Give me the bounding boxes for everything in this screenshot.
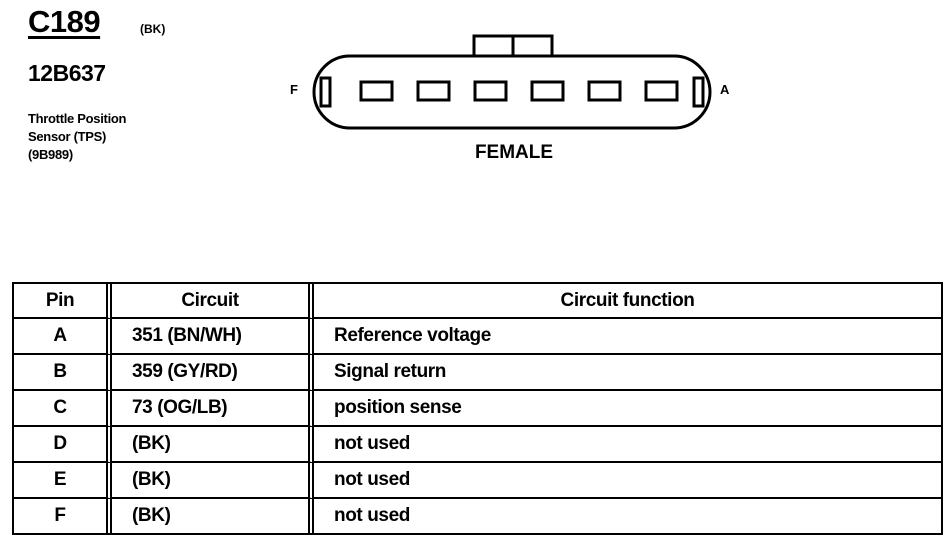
pin-cell: C	[14, 391, 112, 427]
pin-cavity	[416, 80, 451, 102]
component-line: Sensor (TPS)	[28, 129, 107, 144]
pin-cavity	[359, 80, 394, 102]
circuit-cell: 73 (OG/LB)	[112, 391, 314, 427]
left-pin-label: F	[290, 82, 298, 97]
table-row: B 359 (GY/RD) Signal return	[14, 355, 941, 391]
function-cell: Signal return	[314, 355, 941, 391]
pin-cell: D	[14, 427, 112, 463]
table-row: F (BK) not used	[14, 499, 941, 533]
pin-cell: B	[14, 355, 112, 391]
end-key	[319, 76, 332, 108]
component-line: (9B989)	[28, 147, 73, 162]
connector-face-diagram: F A FEMALE	[290, 34, 730, 163]
function-cell: not used	[314, 427, 941, 463]
part-number: 12B637	[28, 60, 106, 86]
circuit-cell: (BK)	[112, 499, 314, 533]
pin-cavity	[644, 80, 679, 102]
connector-body	[312, 54, 712, 130]
function-cell: not used	[334, 505, 410, 526]
header-circuit-function: Circuit function	[314, 284, 941, 319]
function-cell: not used	[314, 463, 941, 499]
pin-cavity	[473, 80, 508, 102]
table-row: D (BK) not used	[14, 427, 941, 463]
header-circuit: Circuit	[112, 284, 314, 319]
right-pin-label: A	[720, 82, 730, 97]
header-pin: Pin	[14, 284, 112, 319]
table-row: A 351 (BN/WH) Reference voltage	[14, 319, 941, 355]
connector-id: C189	[28, 4, 101, 39]
circuit-cell: (BK)	[112, 463, 314, 499]
table-row: E (BK) not used	[14, 463, 941, 499]
pin-cavity	[530, 80, 565, 102]
function-cell: position sense	[314, 391, 941, 427]
circuit-cell: 359 (GY/RD)	[112, 355, 314, 391]
gender-label: FEMALE	[475, 142, 553, 163]
pin-cell: A	[14, 319, 112, 355]
circuit-cell: (BK)	[112, 427, 314, 463]
pin-cell: E	[14, 463, 112, 499]
circuit-cell: 351 (BN/WH)	[112, 319, 314, 355]
pin-cell: F	[14, 499, 112, 533]
table-header-row: Pin Circuit Circuit function	[14, 284, 941, 319]
end-key	[692, 76, 705, 108]
component-description: Throttle Position Sensor (TPS) (9B989)	[28, 110, 208, 164]
pin-table: Pin Circuit Circuit function A 351 (BN/W…	[12, 282, 943, 535]
component-line: Throttle Position	[28, 111, 127, 126]
table-row: C 73 (OG/LB) position sense	[14, 391, 941, 427]
connector-color: (BK)	[140, 22, 166, 36]
function-cell: Reference voltage	[314, 319, 941, 355]
pin-cavity	[587, 80, 622, 102]
